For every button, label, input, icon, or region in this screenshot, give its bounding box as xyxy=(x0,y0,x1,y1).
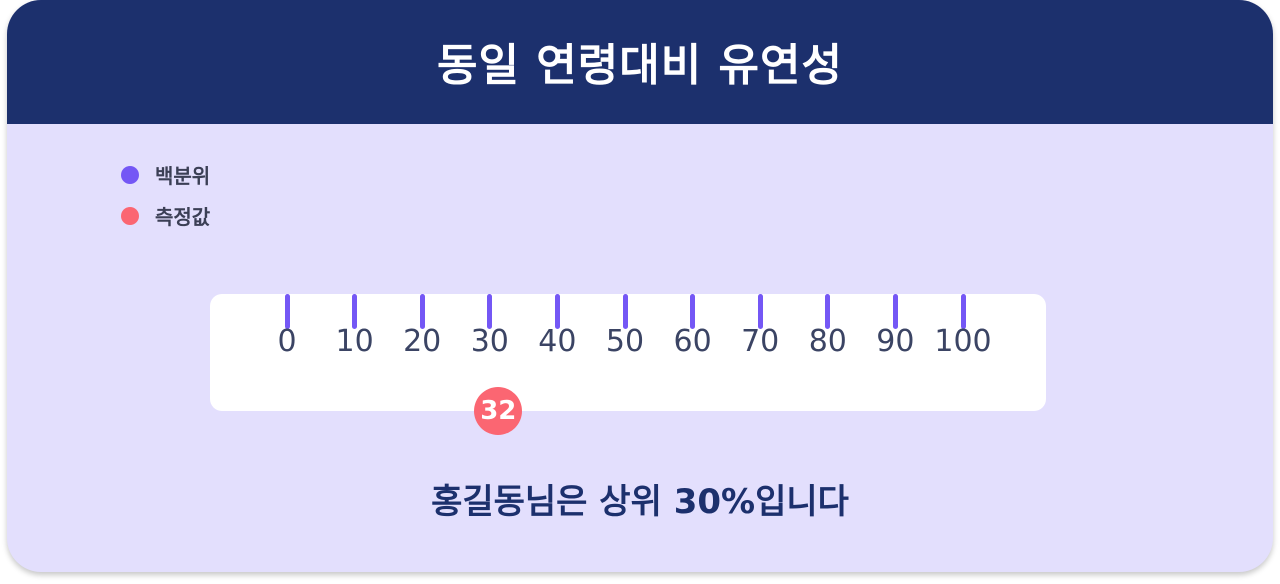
scale-tick-label-30: 30 xyxy=(470,324,509,359)
scale-tick-50 xyxy=(622,294,628,329)
scale-tick-70 xyxy=(757,294,763,329)
scale-tick-label-40: 40 xyxy=(538,324,577,359)
scale-tick-label-80: 80 xyxy=(808,324,847,359)
measured-value-marker: 32 xyxy=(474,387,523,435)
percentile-dot-icon xyxy=(121,165,139,184)
scale-tick-10 xyxy=(352,294,358,329)
scale-tick-90 xyxy=(892,294,898,329)
scale-tick-label-100: 100 xyxy=(934,324,992,359)
percentile-scale: 32 0 10 20 30 40 50 60 70 80 90 100 xyxy=(210,294,1046,435)
scale-tick-label-70: 70 xyxy=(741,324,780,359)
scale-tick-20 xyxy=(419,294,425,329)
page-title: 동일 연령대비 유연성 xyxy=(437,40,843,91)
legend: 백분위 측정값 xyxy=(121,154,210,236)
scale-tick-label-60: 60 xyxy=(673,324,712,359)
measured-dot-icon xyxy=(121,206,139,225)
scale-tick-label-50: 50 xyxy=(605,324,645,359)
legend-label-measured: 측정값 xyxy=(155,205,211,229)
scale-tick-40 xyxy=(554,294,560,329)
result-summary: 홍길동님은 상위 30%입니다 xyxy=(431,482,849,522)
legend-label-percentile: 백분위 xyxy=(155,164,211,188)
scale-tick-30 xyxy=(487,294,493,329)
scale-tick-label-20: 20 xyxy=(403,324,442,359)
legend-item-percentile: 백분위 xyxy=(121,154,210,195)
scale-tick-label-0: 0 xyxy=(277,324,297,359)
scale-tick-label-90: 90 xyxy=(876,324,915,359)
scale-tick-100 xyxy=(960,294,966,329)
flexibility-card: 동일 연령대비 유연성 백분위 측정값 32 0 10 20 30 40 50 60 70 80… xyxy=(7,0,1273,572)
card-header: 동일 연령대비 유연성 xyxy=(7,0,1273,124)
scale-tick-80 xyxy=(825,294,831,329)
scale-tick-0 xyxy=(284,294,290,329)
scale-tick-60 xyxy=(690,294,696,329)
scale-tick-label-10: 10 xyxy=(335,324,374,359)
legend-item-measured: 측정값 xyxy=(121,195,210,236)
